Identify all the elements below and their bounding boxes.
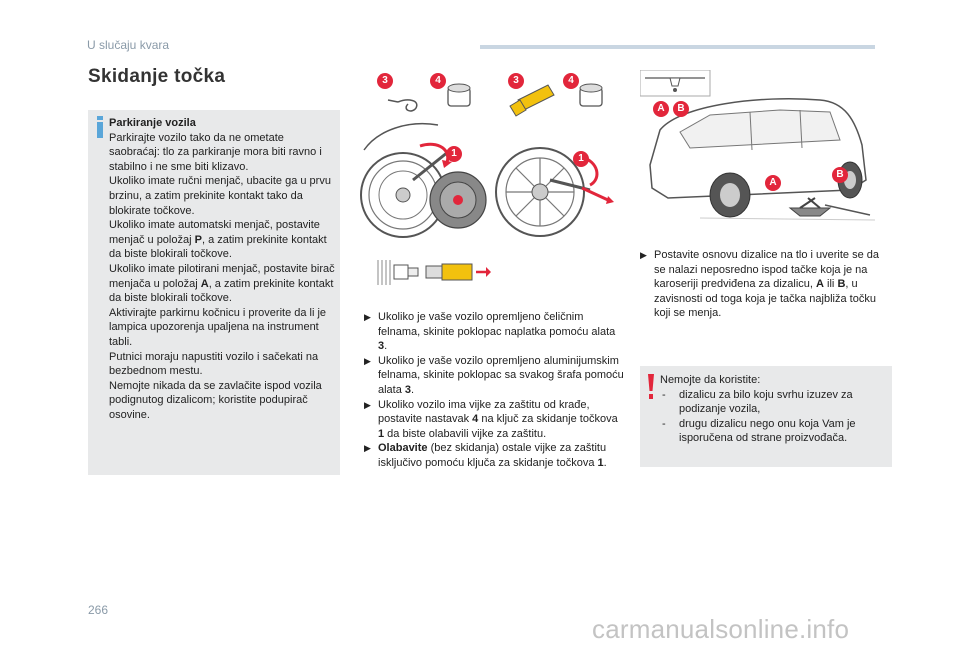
tool-ref-4: 4 [472, 413, 479, 426]
bullet-icon: ▶ [364, 443, 371, 454]
info-para-1: Parkirajte vozilo tako da ne ometate sao… [109, 131, 322, 173]
label-3-badge-alloy: 3 [508, 73, 524, 89]
gear-position-a: A [200, 277, 209, 290]
watermark: carmanualsonline.info [592, 614, 850, 644]
info-heading: Parkiranje vozila [109, 117, 196, 129]
warning-item-2-text: drugu dizalicu nego onu koja Vam je ispo… [679, 417, 856, 445]
warning-item-1-text: dizalicu za bilo koju svrhu izuzev za po… [679, 388, 853, 416]
instruction-alloy-rims-text: Ukoliko je vaše vozilo opremljeno alumin… [378, 354, 624, 396]
label-1-badge: 1 [446, 146, 462, 162]
instruction-tail: . [384, 340, 388, 353]
tool-ref-1: 1 [378, 427, 385, 440]
label-a-badge-top: A [653, 101, 669, 117]
page-title: Skidanje točka [88, 66, 226, 87]
label-1-badge-alloy: 1 [573, 151, 589, 167]
bullet-icon: ▶ [640, 250, 647, 260]
point-ref-b: B [837, 278, 846, 291]
info-icon [97, 116, 103, 138]
instruction-tail: , u zavisnosti od toga koja je tačka naj… [654, 278, 876, 320]
gear-position-p: P [194, 233, 202, 246]
instruction-jack-text: Postavite osnovu dizalice na tlo i uveri… [654, 249, 880, 291]
instruction-steel-rims-text: Ukoliko je vaše vozilo opremljeno čeličn… [378, 311, 616, 338]
instruction-tail: . [603, 456, 607, 469]
instruction-loosen-text: (bez skidanja) ostale vijke za zaštitu i… [378, 442, 607, 469]
instruction-anti-theft-text: Ukoliko vozilo ima vijke za zaštitu od k… [378, 398, 590, 426]
instruction-tail: da biste olabavili vijke za zaštitu. [384, 427, 547, 440]
middle-instructions: ▶ Ukoliko je vaše vozilo opremljeno čelič… [364, 310, 626, 471]
tool-ref-3: 3 [404, 383, 412, 396]
warning-item-2: -drugu dizalicu nego onu koja Vam je isp… [662, 417, 856, 445]
alloy-wheel-illustration [495, 83, 614, 237]
warning-item-1: -dizalicu za bilo koju svrhu izuzev za p… [662, 388, 853, 416]
instruction-jack: ▶ Postavite osnovu dizalice na tlo i uver… [640, 248, 892, 321]
info-para-2: Ukoliko imate ručni menjač, ubacite ga u… [109, 175, 331, 217]
bullet-icon: ▶ [364, 399, 371, 410]
tool-ref-1: 1 [597, 456, 604, 469]
info-box: Parkiranje vozila Parkirajte vozilo tako… [88, 110, 340, 475]
label-4-badge: 4 [430, 73, 446, 89]
label-4-badge-alloy: 4 [563, 73, 579, 89]
section-header: U slučaju kvara [87, 38, 170, 52]
info-text: Parkiranje vozila Parkirajte vozilo tako… [109, 116, 337, 422]
instruction-steel-rims: ▶ Ukoliko je vaše vozilo opremljeno čelič… [364, 310, 626, 354]
instruction-loosen: ▶ Olabavite (bez skidanja) ostale vijke z… [364, 441, 626, 470]
bullet-icon: ▶ [364, 355, 371, 366]
socket-bolt-illustration [377, 260, 491, 285]
label-a-badge-car: A [765, 175, 781, 191]
instruction-alloy-rims: ▶ Ukoliko je vaše vozilo opremljeno alumi… [364, 354, 626, 398]
warning-text: Nemojte da koristite: -dizalicu za bilo … [660, 373, 885, 446]
label-3-badge: 3 [377, 73, 393, 89]
bullet-icon: ▶ [364, 312, 371, 322]
info-para-4-b: , a zatim prekinite kontakt da biste blo… [109, 277, 334, 305]
label-b-badge-car: B [832, 167, 848, 183]
tool-ref-3: 3 [378, 340, 385, 353]
steel-wheel-illustration [360, 83, 487, 238]
point-ref-a: A [816, 278, 824, 291]
info-para-4: Ukoliko imate pilotirani menjač, postavi… [109, 262, 337, 306]
header-bar [480, 45, 875, 49]
instruction-mid: ili [823, 278, 838, 291]
warning-box: Nemojte da koristite: -dizalicu za bilo … [640, 366, 892, 467]
info-para-7: Nemojte nikada da se zavlačite ispod voz… [109, 379, 322, 421]
page-number: 266 [88, 603, 109, 617]
info-para-4-a: Ukoliko imate pilotirani menjač, postavi… [109, 262, 335, 290]
warning-intro: Nemojte da koristite: [660, 374, 761, 386]
info-para-3: Ukoliko imate automatski menjač, postavi… [109, 218, 337, 262]
instruction-mid: na ključ za skidanje točkova [478, 413, 618, 426]
info-para-3-a: Ukoliko imate automatski menjač, postavi… [109, 219, 320, 246]
instruction-anti-theft: ▶ Ukoliko vozilo ima vijke za zaštitu od … [364, 398, 626, 442]
label-b-badge-top: B [673, 101, 689, 117]
info-para-3-b: , a zatim prekinite kontakt da biste blo… [109, 233, 327, 261]
instruction-tail: . [411, 383, 415, 396]
loosen-emphasis: Olabavite [378, 442, 428, 455]
info-para-5: Aktivirajte parkirnu kočnicu i proverite… [109, 306, 327, 348]
car-jack-illustration [640, 70, 876, 221]
warning-icon [648, 374, 654, 399]
right-instructions: ▶ Postavite osnovu dizalice na tlo i uver… [640, 248, 892, 321]
info-para-6: Putnici moraju napustiti vozilo i sačeka… [109, 350, 319, 378]
